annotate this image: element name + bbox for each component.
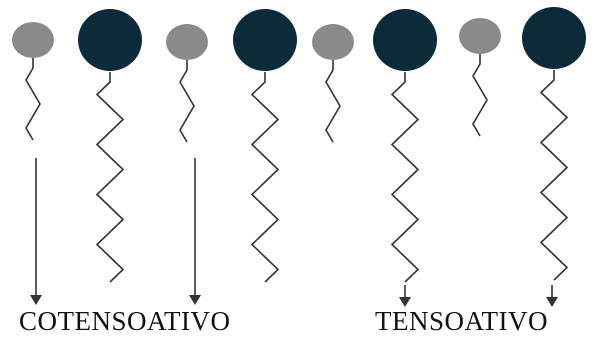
surfactant-head-6 <box>373 9 437 71</box>
surfactant-molecule-4 <box>233 9 297 283</box>
surfactant-head-4 <box>233 9 297 71</box>
cotensoactive-head-5 <box>312 24 354 60</box>
arrow-head-1 <box>30 295 42 305</box>
cotensoactive-molecule-7 <box>459 18 501 137</box>
surfactant-head-8 <box>522 7 586 69</box>
surfactant-molecule-8 <box>522 7 586 281</box>
surfactant-head-2 <box>78 9 142 71</box>
arrow-1-cotensoativo <box>30 158 42 305</box>
tensoativo-label: TENSOATIVO <box>375 306 548 336</box>
surfactant-molecule-2 <box>78 9 142 283</box>
arrow-head-4 <box>546 297 558 307</box>
cotensoactive-molecule-5 <box>312 24 354 143</box>
tail-6 <box>390 72 420 283</box>
arrow-4-tensoativo <box>546 285 558 307</box>
tail-8 <box>539 70 569 281</box>
cotensoactive-head-7 <box>459 18 501 54</box>
arrow-head-3 <box>399 297 411 307</box>
tail-2 <box>95 72 125 283</box>
tail-3 <box>179 60 195 143</box>
tail-7 <box>472 54 488 137</box>
cotensoativo-label: COTENSOATIVO <box>19 306 231 336</box>
cotensoactive-head-3 <box>166 24 208 60</box>
arrow-2-cotensoativo <box>189 158 201 305</box>
tail-5 <box>325 60 341 143</box>
cotensoactive-head-1 <box>12 22 54 58</box>
tail-1 <box>25 58 41 141</box>
arrow-head-2 <box>189 295 201 305</box>
surfactant-molecule-6 <box>373 9 437 283</box>
arrow-3-tensoativo <box>399 285 411 307</box>
cotensoactive-molecule-3 <box>166 24 208 143</box>
tail-4 <box>250 72 280 283</box>
cotensoactive-molecule-1 <box>12 22 54 141</box>
